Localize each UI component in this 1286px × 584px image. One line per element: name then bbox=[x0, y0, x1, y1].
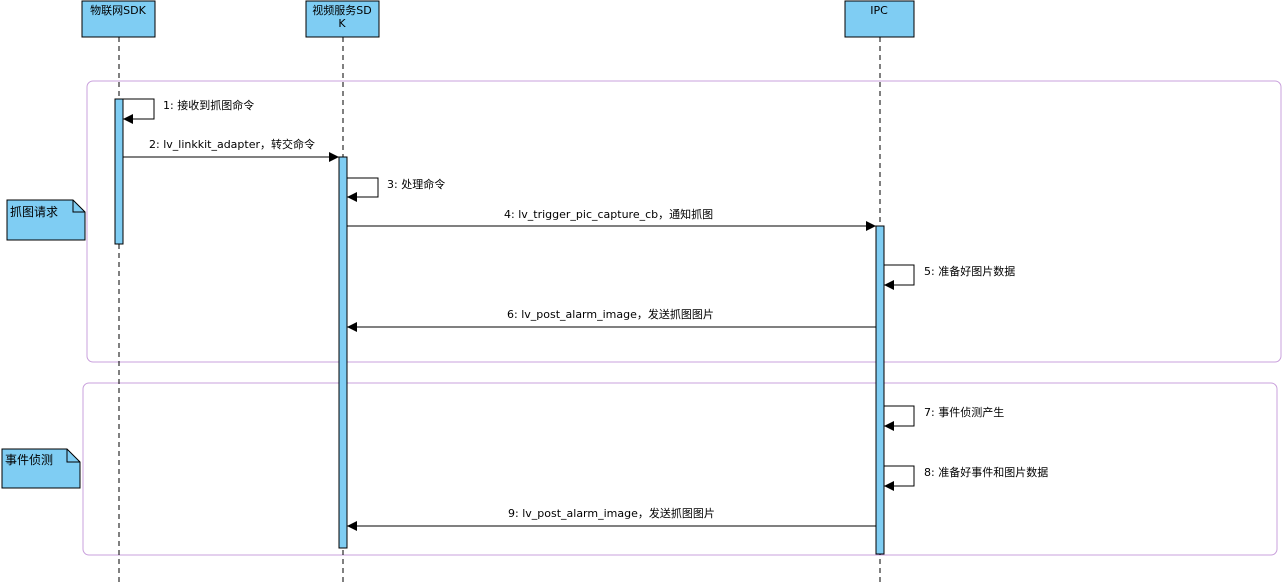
message-1: 1: 接收到抓图命令 bbox=[123, 98, 254, 124]
note-capture-label: 抓图请求 bbox=[10, 205, 58, 219]
message-6: 6: lv_post_alarm_image，发送抓图图片 bbox=[347, 307, 876, 332]
message-2-label: 2: lv_linkkit_adapter，转交命令 bbox=[149, 137, 315, 151]
message-8-label: 8: 准备好事件和图片数据 bbox=[924, 465, 1048, 479]
message-5: 5: 准备好图片数据 bbox=[884, 264, 1015, 290]
message-7: 7: 事件侦测产生 bbox=[884, 405, 1004, 431]
note-capture: 抓图请求 bbox=[6, 199, 86, 241]
activation-iot-sdk bbox=[114, 98, 124, 245]
note-event: 事件侦测 bbox=[1, 448, 81, 489]
fragment-capture bbox=[86, 80, 1282, 363]
participant-iot-sdk: 物联网SDK bbox=[81, 0, 156, 38]
participant-ipc: IPC bbox=[844, 0, 915, 38]
participant-video-sdk-label-line1: 视频服务SD bbox=[312, 3, 371, 17]
message-2: 2: lv_linkkit_adapter，转交命令 bbox=[123, 137, 339, 162]
participant-video-sdk-label-line2: K bbox=[338, 17, 346, 30]
message-3-label: 3: 处理命令 bbox=[387, 177, 445, 191]
participant-video-sdk: 视频服务SD K bbox=[305, 0, 380, 38]
message-8: 8: 准备好事件和图片数据 bbox=[884, 465, 1048, 491]
note-event-label: 事件侦测 bbox=[5, 453, 53, 467]
message-1-label: 1: 接收到抓图命令 bbox=[163, 98, 254, 112]
message-5-label: 5: 准备好图片数据 bbox=[924, 264, 1015, 278]
message-4: 4: lv_trigger_pic_capture_cb，通知抓图 bbox=[347, 207, 876, 231]
participant-iot-sdk-label: 物联网SDK bbox=[90, 3, 146, 17]
fragment-event bbox=[82, 382, 1278, 556]
message-9: 9: lv_post_alarm_image，发送抓图图片 bbox=[347, 506, 876, 531]
message-3: 3: 处理命令 bbox=[347, 177, 445, 202]
message-7-label: 7: 事件侦测产生 bbox=[924, 405, 1004, 419]
participant-ipc-label: IPC bbox=[870, 4, 888, 17]
message-4-label: 4: lv_trigger_pic_capture_cb，通知抓图 bbox=[504, 207, 713, 221]
message-6-label: 6: lv_post_alarm_image，发送抓图图片 bbox=[507, 307, 714, 321]
message-9-label: 9: lv_post_alarm_image，发送抓图图片 bbox=[508, 506, 715, 520]
activation-video-sdk bbox=[338, 156, 348, 549]
activation-ipc bbox=[875, 225, 885, 555]
